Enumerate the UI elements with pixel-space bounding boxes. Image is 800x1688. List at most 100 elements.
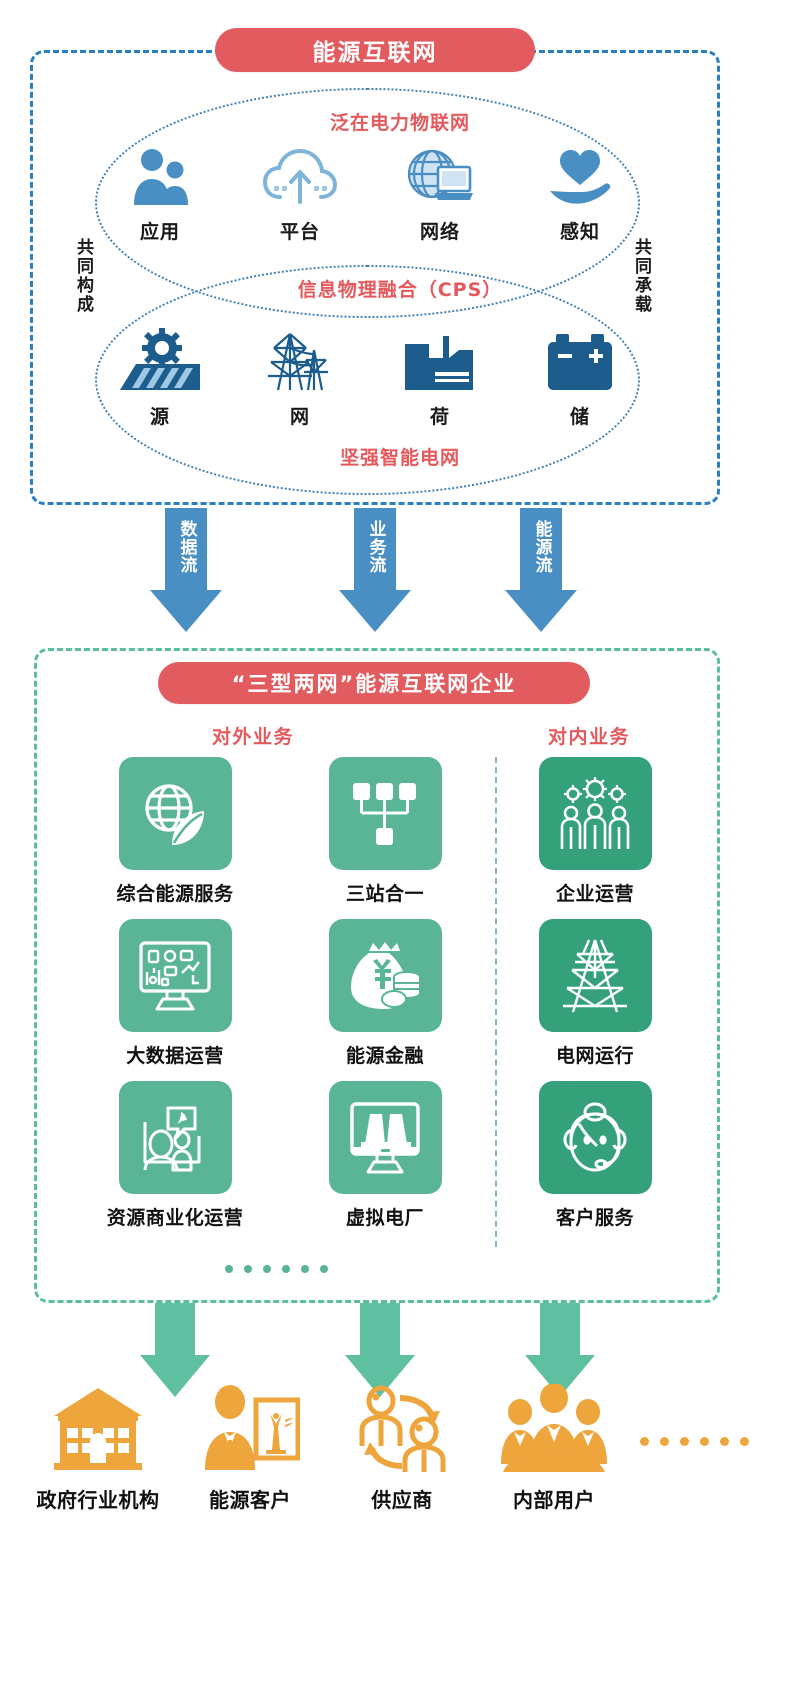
globe-leaf-icon: [138, 777, 212, 851]
transmission-tower-icon: [559, 938, 631, 1014]
card-label: 客户服务: [555, 1207, 634, 1229]
card-tile: [118, 757, 232, 870]
network-nodes-icon: [348, 777, 422, 851]
arrow-head: [150, 590, 222, 632]
card-tile: [328, 757, 442, 870]
arrow-head: [140, 1355, 210, 1397]
dot: [263, 1265, 271, 1273]
card-customer-service[interactable]: 客户服务: [490, 1081, 700, 1243]
supplier-cycle-icon: [354, 1378, 450, 1474]
card-row: 资源商业化运营: [70, 1081, 700, 1243]
card-tile: [538, 757, 652, 870]
arrow-shaft: [165, 508, 207, 590]
business-card-grid: 综合能源服务: [70, 757, 700, 1243]
smart-grid-items: 源 网: [90, 328, 650, 429]
flow-arrow-data: 数据流: [150, 508, 222, 632]
card-big-data-operation[interactable]: 大数据运营: [70, 919, 280, 1081]
grid-item-label: 储: [569, 406, 590, 428]
iot-item-label: 感知: [559, 221, 600, 243]
dot: [320, 1265, 328, 1273]
card-tile: [538, 919, 652, 1032]
grid-item-label: 荷: [429, 406, 450, 428]
enterprise-title: “三型两网”能源互联网企业: [158, 662, 590, 704]
card-label: 电网运行: [555, 1045, 634, 1067]
internal-business-heading: 对内业务: [548, 726, 631, 748]
flow-arrow-energy: 能源流: [505, 508, 577, 632]
card-tile: [118, 919, 232, 1032]
business-divider: [495, 757, 497, 1247]
iot-item-application: 应用: [90, 143, 230, 244]
card-label: 资源商业化运营: [106, 1207, 244, 1229]
page-title: 能源互联网: [215, 28, 535, 72]
arrow-shaft: [540, 1303, 580, 1355]
grid-item-label: 网: [289, 406, 310, 428]
stakeholder-supplier: 供应商: [326, 1378, 478, 1513]
cps-overlap-label: 信息物理融合（CPS）: [297, 279, 503, 301]
globe-laptop-icon: [404, 143, 476, 209]
flow-arrow-label: 业务流: [365, 520, 386, 574]
arrow-shaft: [155, 1303, 195, 1355]
dot: [640, 1437, 649, 1446]
iot-item-sensing: 感知: [510, 143, 650, 244]
strong-smart-grid-ellipse: [95, 265, 640, 495]
card-label: 能源金融: [345, 1045, 424, 1067]
iot-item-network: 网络: [370, 143, 510, 244]
dashboard-monitor-icon: [137, 939, 213, 1013]
card-row: 综合能源服务: [70, 757, 700, 919]
card-integrated-energy-service[interactable]: 综合能源服务: [70, 757, 280, 919]
dot: [301, 1265, 309, 1273]
cloud-upload-icon: [262, 143, 338, 209]
output-arrow-2: [345, 1303, 415, 1397]
card-label: 综合能源服务: [116, 883, 234, 905]
card-tile: [538, 1081, 652, 1194]
iot-item-label: 应用: [139, 221, 180, 243]
transmission-tower-icon: [264, 328, 336, 394]
arrow-shaft: [354, 508, 396, 590]
ubiquitous-iot-items: 应用 平台: [90, 143, 650, 244]
card-label: 企业运营: [555, 883, 634, 905]
more-stakeholders-indicator: [640, 1437, 749, 1446]
iot-item-label: 平台: [279, 221, 320, 243]
card-energy-finance[interactable]: 能源金融: [280, 919, 490, 1081]
hydro-gear-icon: [118, 328, 202, 394]
grid-item-storage: 储: [510, 328, 650, 429]
card-row: 大数据运营: [70, 919, 700, 1081]
arrow-head: [339, 590, 411, 632]
arrow-head: [505, 590, 577, 632]
stakeholder-label: 能源客户: [209, 1488, 291, 1512]
grid-item-source: 源: [90, 328, 230, 429]
dot: [660, 1437, 669, 1446]
battery-icon: [545, 328, 615, 394]
staff-gears-icon: [556, 776, 634, 851]
card-tile: [328, 919, 442, 1032]
stakeholder-energy-customer: 能源客户: [174, 1378, 326, 1513]
iot-item-platform: 平台: [230, 143, 370, 244]
arrow-shaft: [360, 1303, 400, 1355]
dot: [740, 1437, 749, 1446]
side-label-carry: 共同承载: [631, 238, 651, 314]
dot: [225, 1265, 233, 1273]
group-people-icon: [499, 1378, 609, 1474]
hand-heart-icon: [546, 143, 614, 209]
headset-agent-icon: [557, 1100, 633, 1176]
card-three-station-integration[interactable]: 三站合一: [280, 757, 490, 919]
card-tile: [118, 1081, 232, 1194]
card-enterprise-operation[interactable]: 企业运营: [490, 757, 700, 919]
dot: [680, 1437, 689, 1446]
grid-item-load: 荷: [370, 328, 510, 429]
card-grid-operation[interactable]: 电网运行: [490, 919, 700, 1081]
strong-smart-grid-label: 坚强智能电网: [339, 447, 460, 469]
card-label: 虚拟电厂: [345, 1207, 424, 1229]
flow-arrow-business: 业务流: [339, 508, 411, 632]
factory-icon: [401, 328, 479, 394]
card-label: 大数据运营: [126, 1045, 224, 1067]
external-business-heading: 对外业务: [212, 726, 295, 748]
business-person-chart-icon: [200, 1378, 300, 1474]
stakeholder-label: 政府行业机构: [36, 1488, 160, 1512]
dot: [282, 1265, 290, 1273]
more-items-indicator: [225, 1265, 328, 1273]
money-bag-coins-icon: [347, 939, 423, 1013]
card-virtual-power-plant[interactable]: 虚拟电厂: [280, 1081, 490, 1243]
card-resource-commercialization[interactable]: 资源商业化运营: [70, 1081, 280, 1243]
